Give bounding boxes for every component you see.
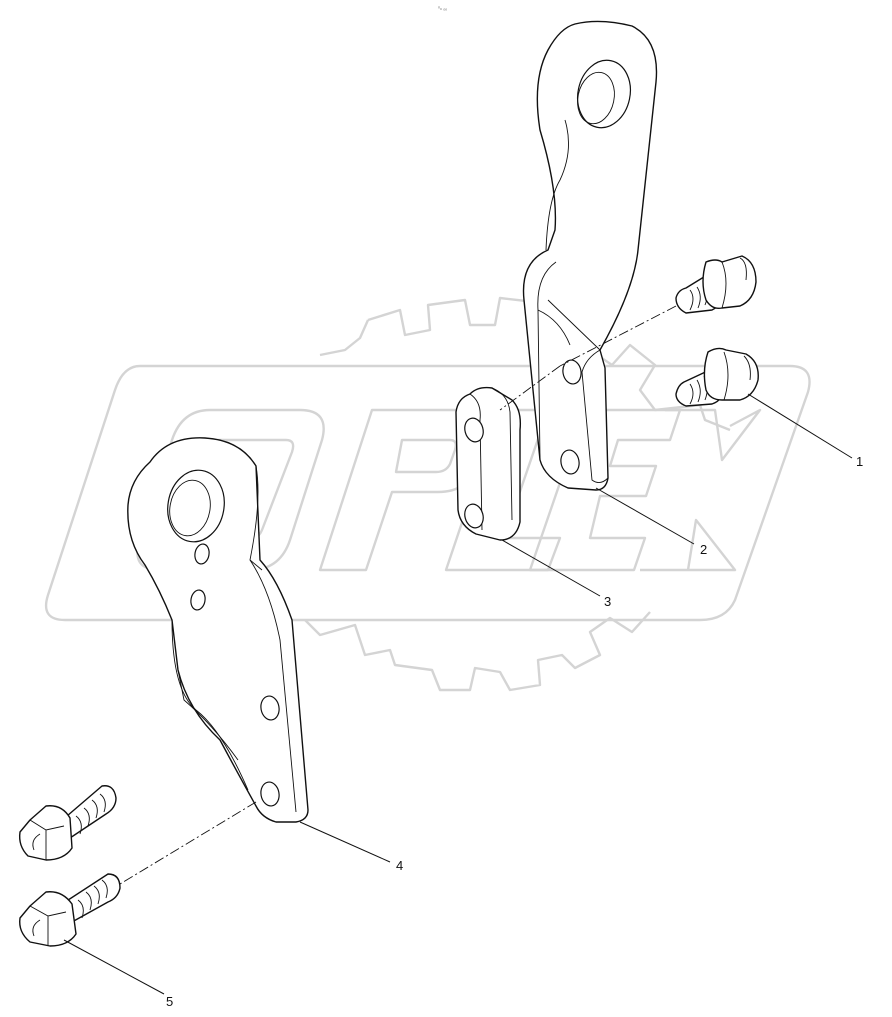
watermark-letter-e (528, 408, 682, 572)
bracket-long (522, 20, 658, 491)
callout-2: 2 (700, 542, 707, 557)
link-plate (455, 386, 522, 541)
bolt-upper-b (675, 347, 759, 407)
axis-line-upper (559, 305, 677, 367)
watermark-letter-x (640, 408, 762, 572)
bolt-lower-b (19, 873, 121, 947)
callout-5: 5 (166, 994, 173, 1009)
leader-1 (747, 393, 853, 459)
leader-4 (299, 821, 391, 863)
callout-3: 3 (604, 594, 611, 609)
leader-3 (501, 539, 601, 597)
callout-1: 1 (856, 454, 863, 469)
axis-line-lower (119, 801, 257, 885)
watermark-band (44, 364, 811, 622)
callout-4: 4 (396, 858, 403, 873)
bracket-curved (127, 437, 309, 823)
corner-mark: ⁰ₙ ₒₒ (438, 6, 447, 12)
leader-5 (63, 939, 165, 995)
bolt-upper-a (675, 255, 757, 314)
axis-line-link (499, 365, 561, 411)
leader-2 (595, 487, 695, 545)
bolt-lower-a (18, 785, 117, 861)
